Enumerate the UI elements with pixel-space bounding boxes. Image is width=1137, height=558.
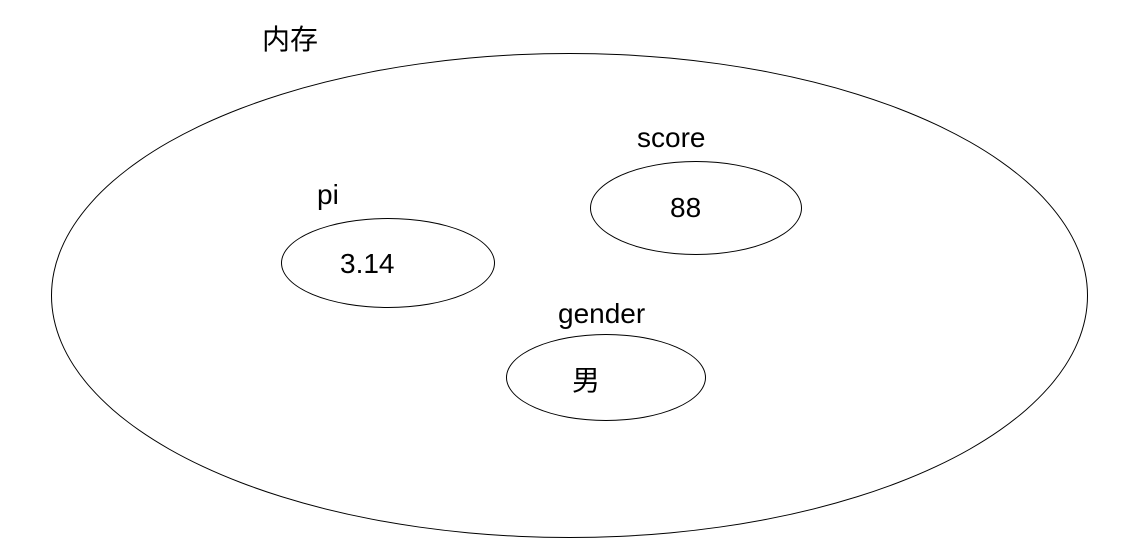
variable-value-pi: 3.14 bbox=[340, 248, 395, 279]
variable-label-score: score bbox=[637, 122, 706, 153]
memory-ellipse bbox=[51, 53, 1088, 538]
memory-label: 内存 bbox=[262, 24, 319, 55]
variable-label-gender: gender bbox=[558, 298, 646, 329]
variable-value-score: 88 bbox=[670, 192, 702, 223]
variable-ellipse-pi bbox=[281, 218, 495, 308]
variable-label-pi: pi bbox=[317, 179, 339, 210]
variable-value-gender: 男 bbox=[572, 365, 601, 396]
variable-ellipse-score bbox=[590, 161, 802, 255]
variable-ellipse-gender bbox=[506, 334, 706, 421]
